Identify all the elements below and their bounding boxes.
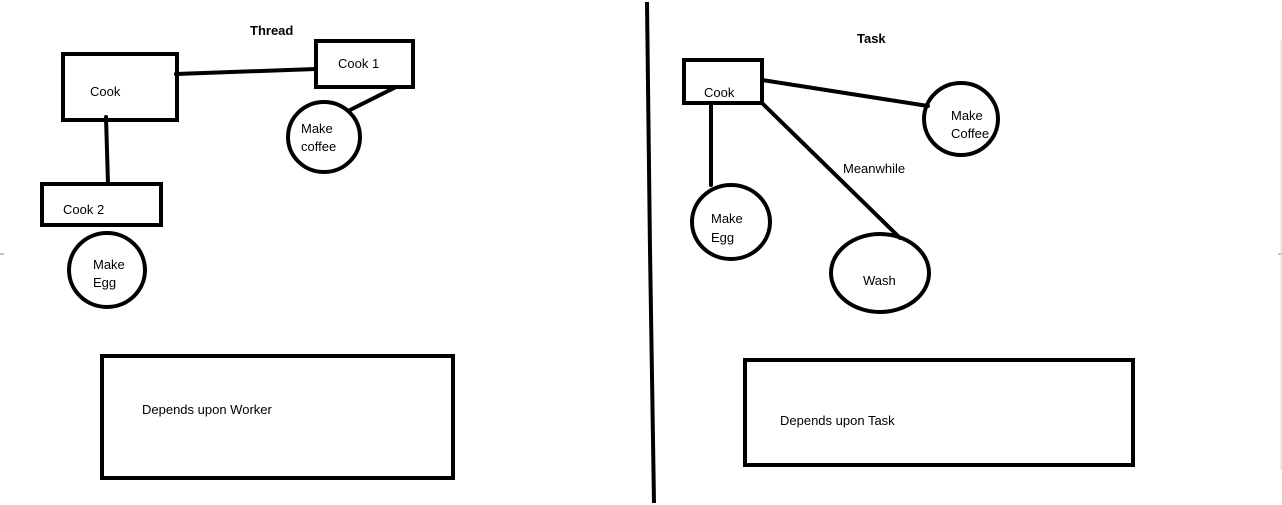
thread-make-coffee-line1: Make	[301, 121, 333, 136]
meanwhile-label: Meanwhile	[843, 161, 905, 176]
thread-cook1-label: Cook 1	[338, 56, 379, 71]
thread-cook-node: Cook	[61, 52, 179, 122]
thread-footer-box	[100, 354, 455, 480]
thread-make-coffee-line2: coffee	[301, 139, 336, 154]
task-make-egg-node: Make Egg	[690, 183, 772, 261]
thread-cook2-node: Cook 2	[40, 182, 163, 227]
thread-make-egg-node: Make Egg	[67, 231, 147, 309]
task-make-coffee-circle	[922, 81, 1000, 157]
thread-make-egg-line1: Make	[93, 257, 125, 272]
thread-make-coffee-circle	[286, 100, 362, 174]
thread-cook-box	[61, 52, 179, 122]
task-make-coffee-node: Make Coffee	[922, 81, 1000, 157]
task-panel: Task Meanwhile Cook Make Coffee Make Egg…	[682, 31, 1135, 467]
edge-cook-wash	[760, 101, 902, 240]
task-footer-node: Depends upon Task	[743, 358, 1135, 467]
task-make-coffee-line2: Coffee	[951, 126, 989, 141]
task-make-egg-circle	[690, 183, 772, 261]
task-make-egg-line1: Make	[711, 211, 743, 226]
edge-cook-cook2	[104, 115, 110, 186]
thread-make-egg-line2: Egg	[93, 275, 116, 290]
thread-footer-label: Depends upon Worker	[142, 402, 273, 417]
task-cook-node: Cook	[682, 58, 764, 105]
thread-title: Thread	[250, 23, 293, 38]
task-wash-circle	[829, 232, 931, 314]
thread-cook2-label: Cook 2	[63, 202, 104, 217]
task-cook-label: Cook	[704, 85, 735, 100]
edge-cook1-make-coffee	[348, 85, 398, 112]
task-make-egg-line2: Egg	[711, 230, 734, 245]
thread-make-coffee-node: Make coffee	[286, 100, 362, 174]
thread-make-egg-circle	[67, 231, 147, 309]
task-footer-box	[743, 358, 1135, 467]
thread-cook1-box	[314, 39, 415, 89]
edge-cook-make-coffee	[760, 78, 930, 108]
task-make-coffee-line1: Make	[951, 108, 983, 123]
task-cook-box	[682, 58, 764, 105]
task-footer-label: Depends upon Task	[780, 413, 895, 428]
task-wash-node: Wash	[829, 232, 931, 314]
thread-footer-node: Depends upon Worker	[100, 354, 455, 480]
panel-divider	[645, 1, 656, 504]
task-title: Task	[857, 31, 886, 46]
thread-cook2-box	[40, 182, 163, 227]
thread-panel: Thread Cook Cook 1 Make coffee Cook 2	[40, 23, 455, 480]
task-wash-label: Wash	[863, 273, 896, 288]
edge-cook-cook1	[174, 67, 318, 76]
thread-cook1-node: Cook 1	[314, 39, 415, 89]
thread-cook-label: Cook	[90, 84, 121, 99]
